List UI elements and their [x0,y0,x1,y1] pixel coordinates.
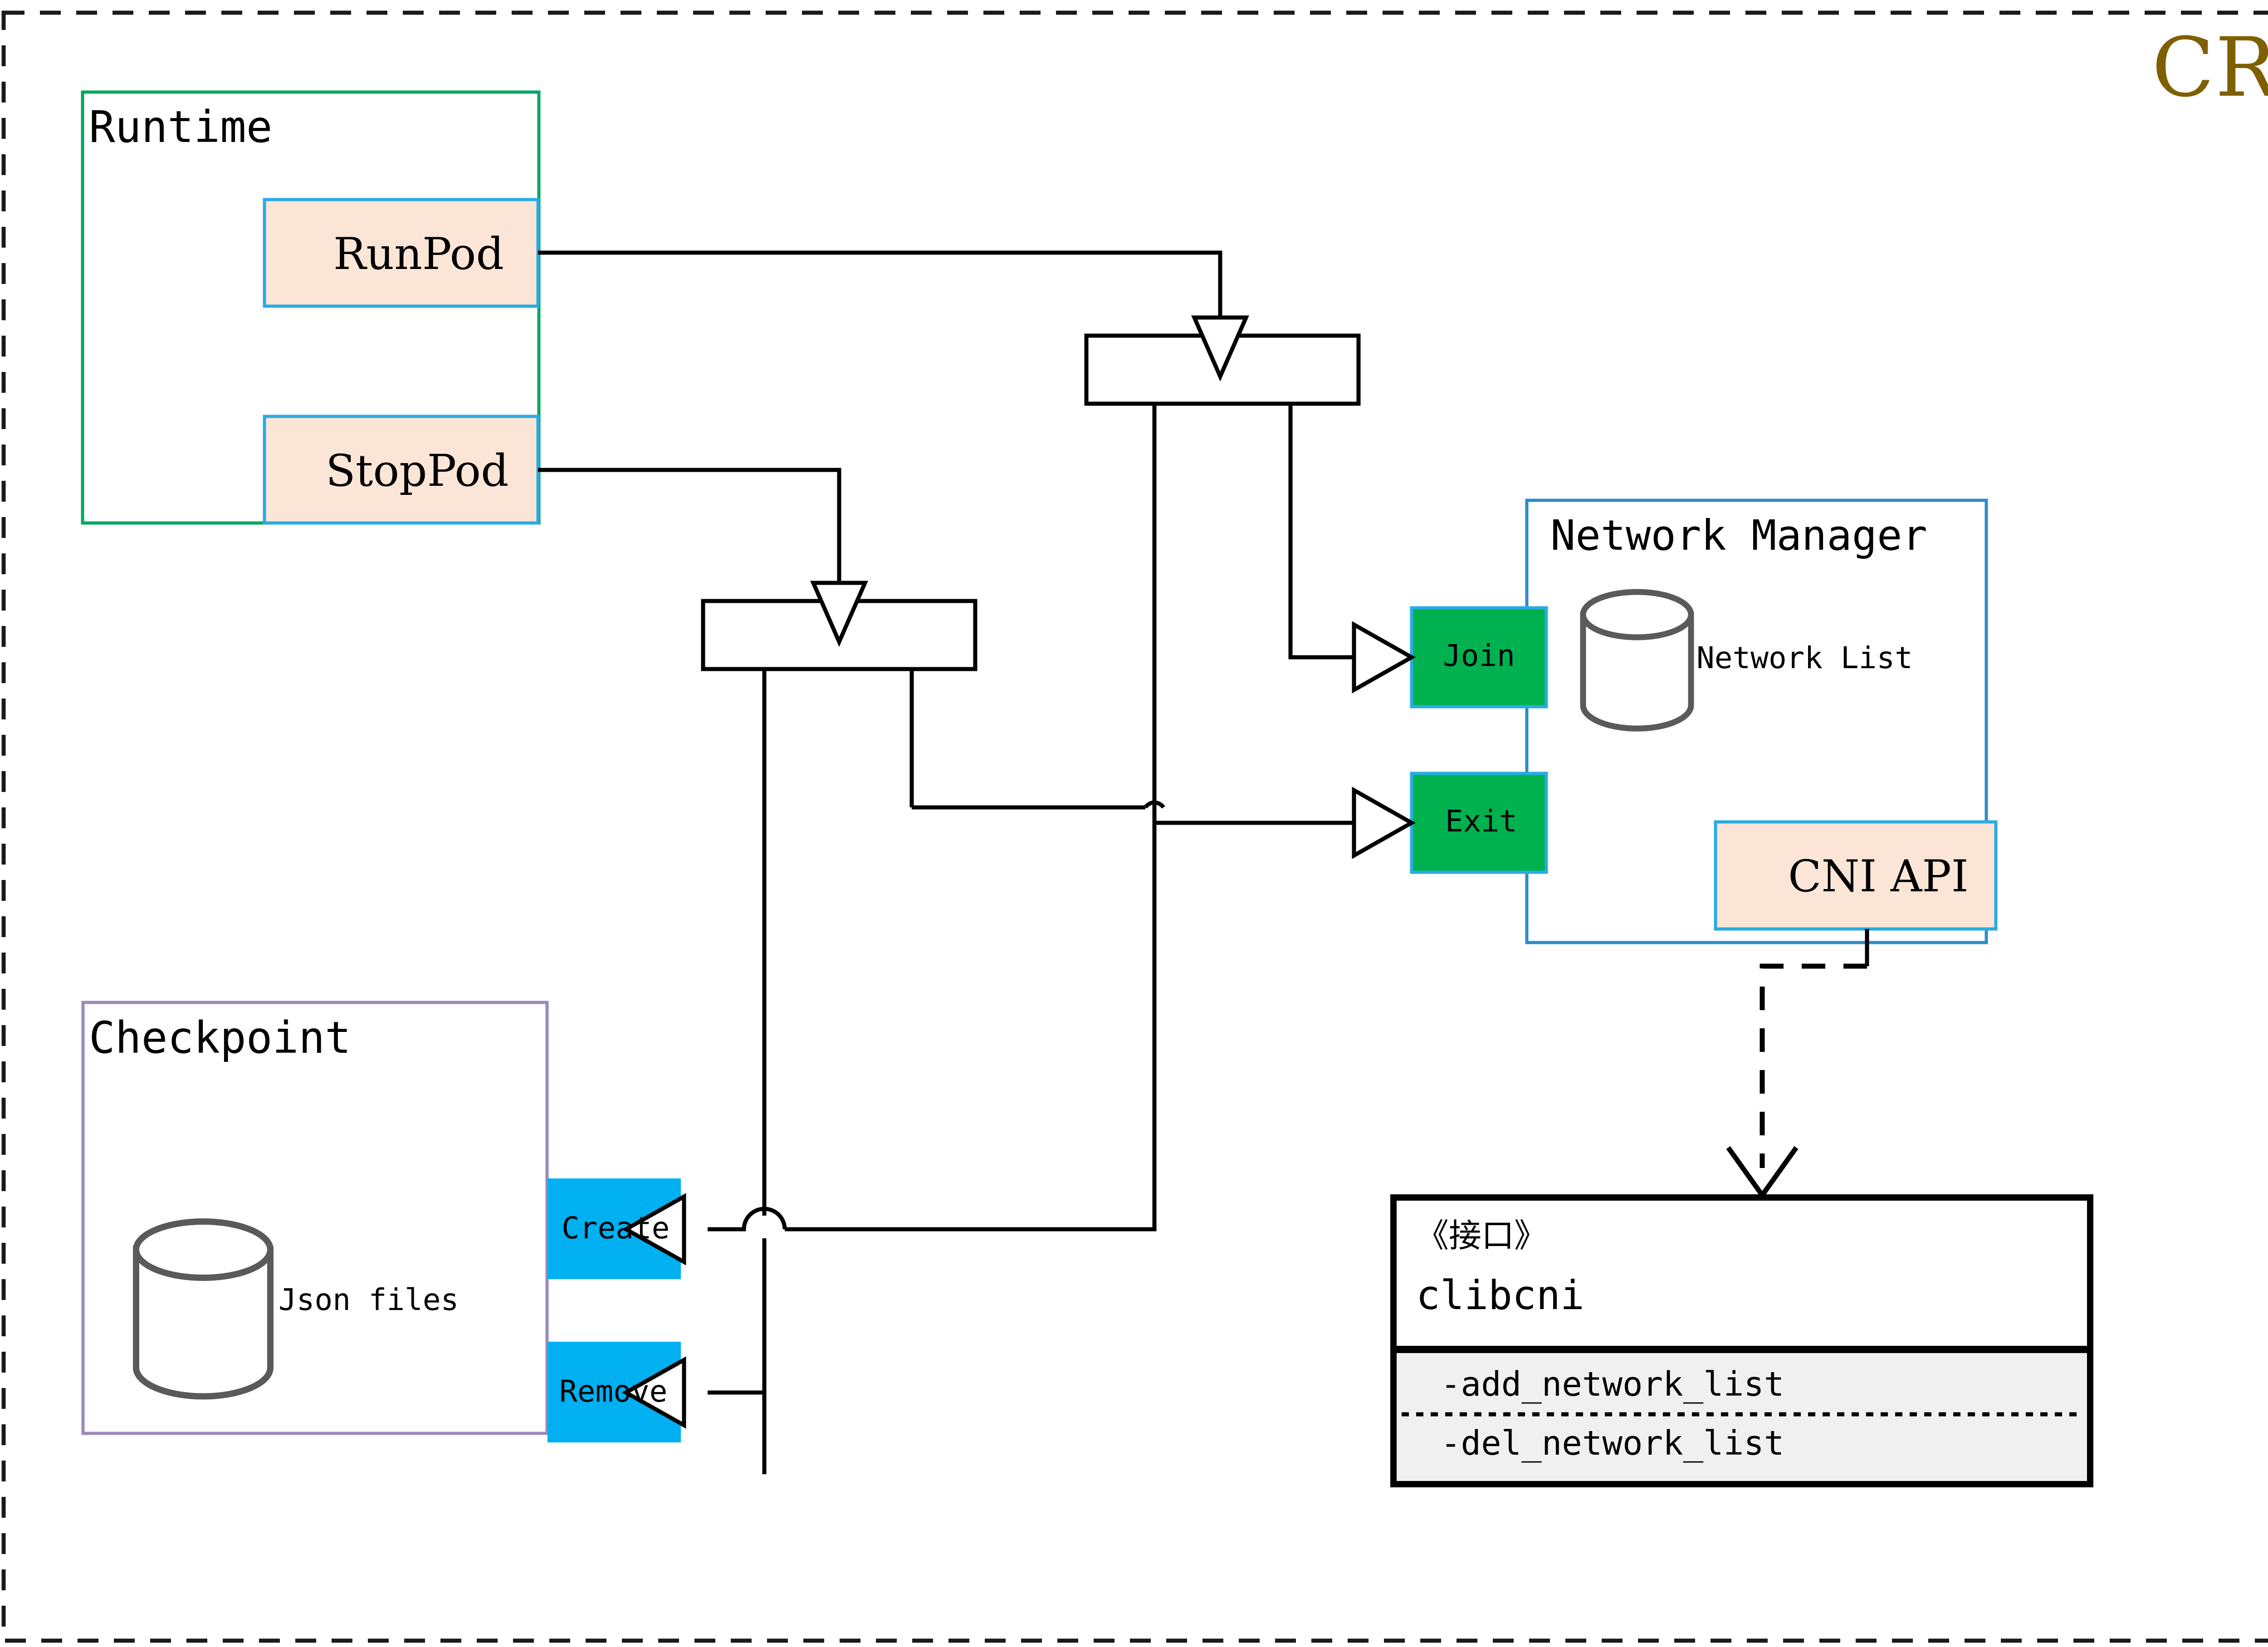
remove-node-label[interactable]: Remove [559,1374,668,1409]
runtime-group-title: Runtime [89,102,273,152]
remove-node-rect [547,1342,681,1442]
arrowhead-into-fork-bottom-icon [810,581,868,647]
edge-forktop-to-join [1288,404,1379,660]
cni-api-node-rect [1714,820,1998,931]
edge-stoppod-to-fork-bottom [538,468,841,583]
stoppod-node-label[interactable]: StopPod [326,445,509,496]
json-files-store-label: Json files [279,1282,459,1317]
outer-dashed-frame [1,10,2268,1643]
edge-cniapi-to-clibcni-dashed [1760,963,1867,1168]
clibcni-method-del: -del_network_list [1441,1424,1784,1463]
checkpoint-group-title: Checkpoint [89,1012,351,1063]
clibcni-interface-name: clibcni [1416,1272,1584,1319]
cni-api-node-label[interactable]: CNI API [1788,851,1969,902]
arrowhead-into-join-icon [1352,621,1416,694]
create-node-label[interactable]: Create [562,1211,670,1246]
network-list-store-label: Network List [1696,640,1913,675]
edge-runpod-to-fork-top [538,250,1222,318]
clibcni-stereotype: 《接口》 [1416,1217,1547,1255]
clibcni-method-add: -add_network_list [1441,1365,1784,1404]
edge-forkbottom-to-create-hop [708,1207,787,1232]
checkpoint-database-cylinder-icon [133,1218,274,1400]
runpod-node-label[interactable]: RunPod [333,229,504,279]
edge-hop-arc-upper [1144,800,1165,809]
join-node-label[interactable]: Join [1443,638,1515,673]
edge-forkbottom-to-create-3 [785,807,1157,1232]
arrowhead-into-exit-icon [1352,787,1416,859]
runpod-node-rect [263,198,540,308]
page-title: CRI [2152,20,2268,115]
arrowhead-into-create-icon [621,1193,686,1266]
arrowhead-into-remove-icon [621,1356,686,1429]
edge-forktop-to-exit [1152,404,1379,825]
network-manager-group-title: Network Manager [1550,511,1927,560]
arrowhead-into-fork-top-icon [1191,315,1249,382]
network-list-database-cylinder-icon [1580,589,1694,732]
exit-node-label[interactable]: Exit [1445,804,1517,839]
